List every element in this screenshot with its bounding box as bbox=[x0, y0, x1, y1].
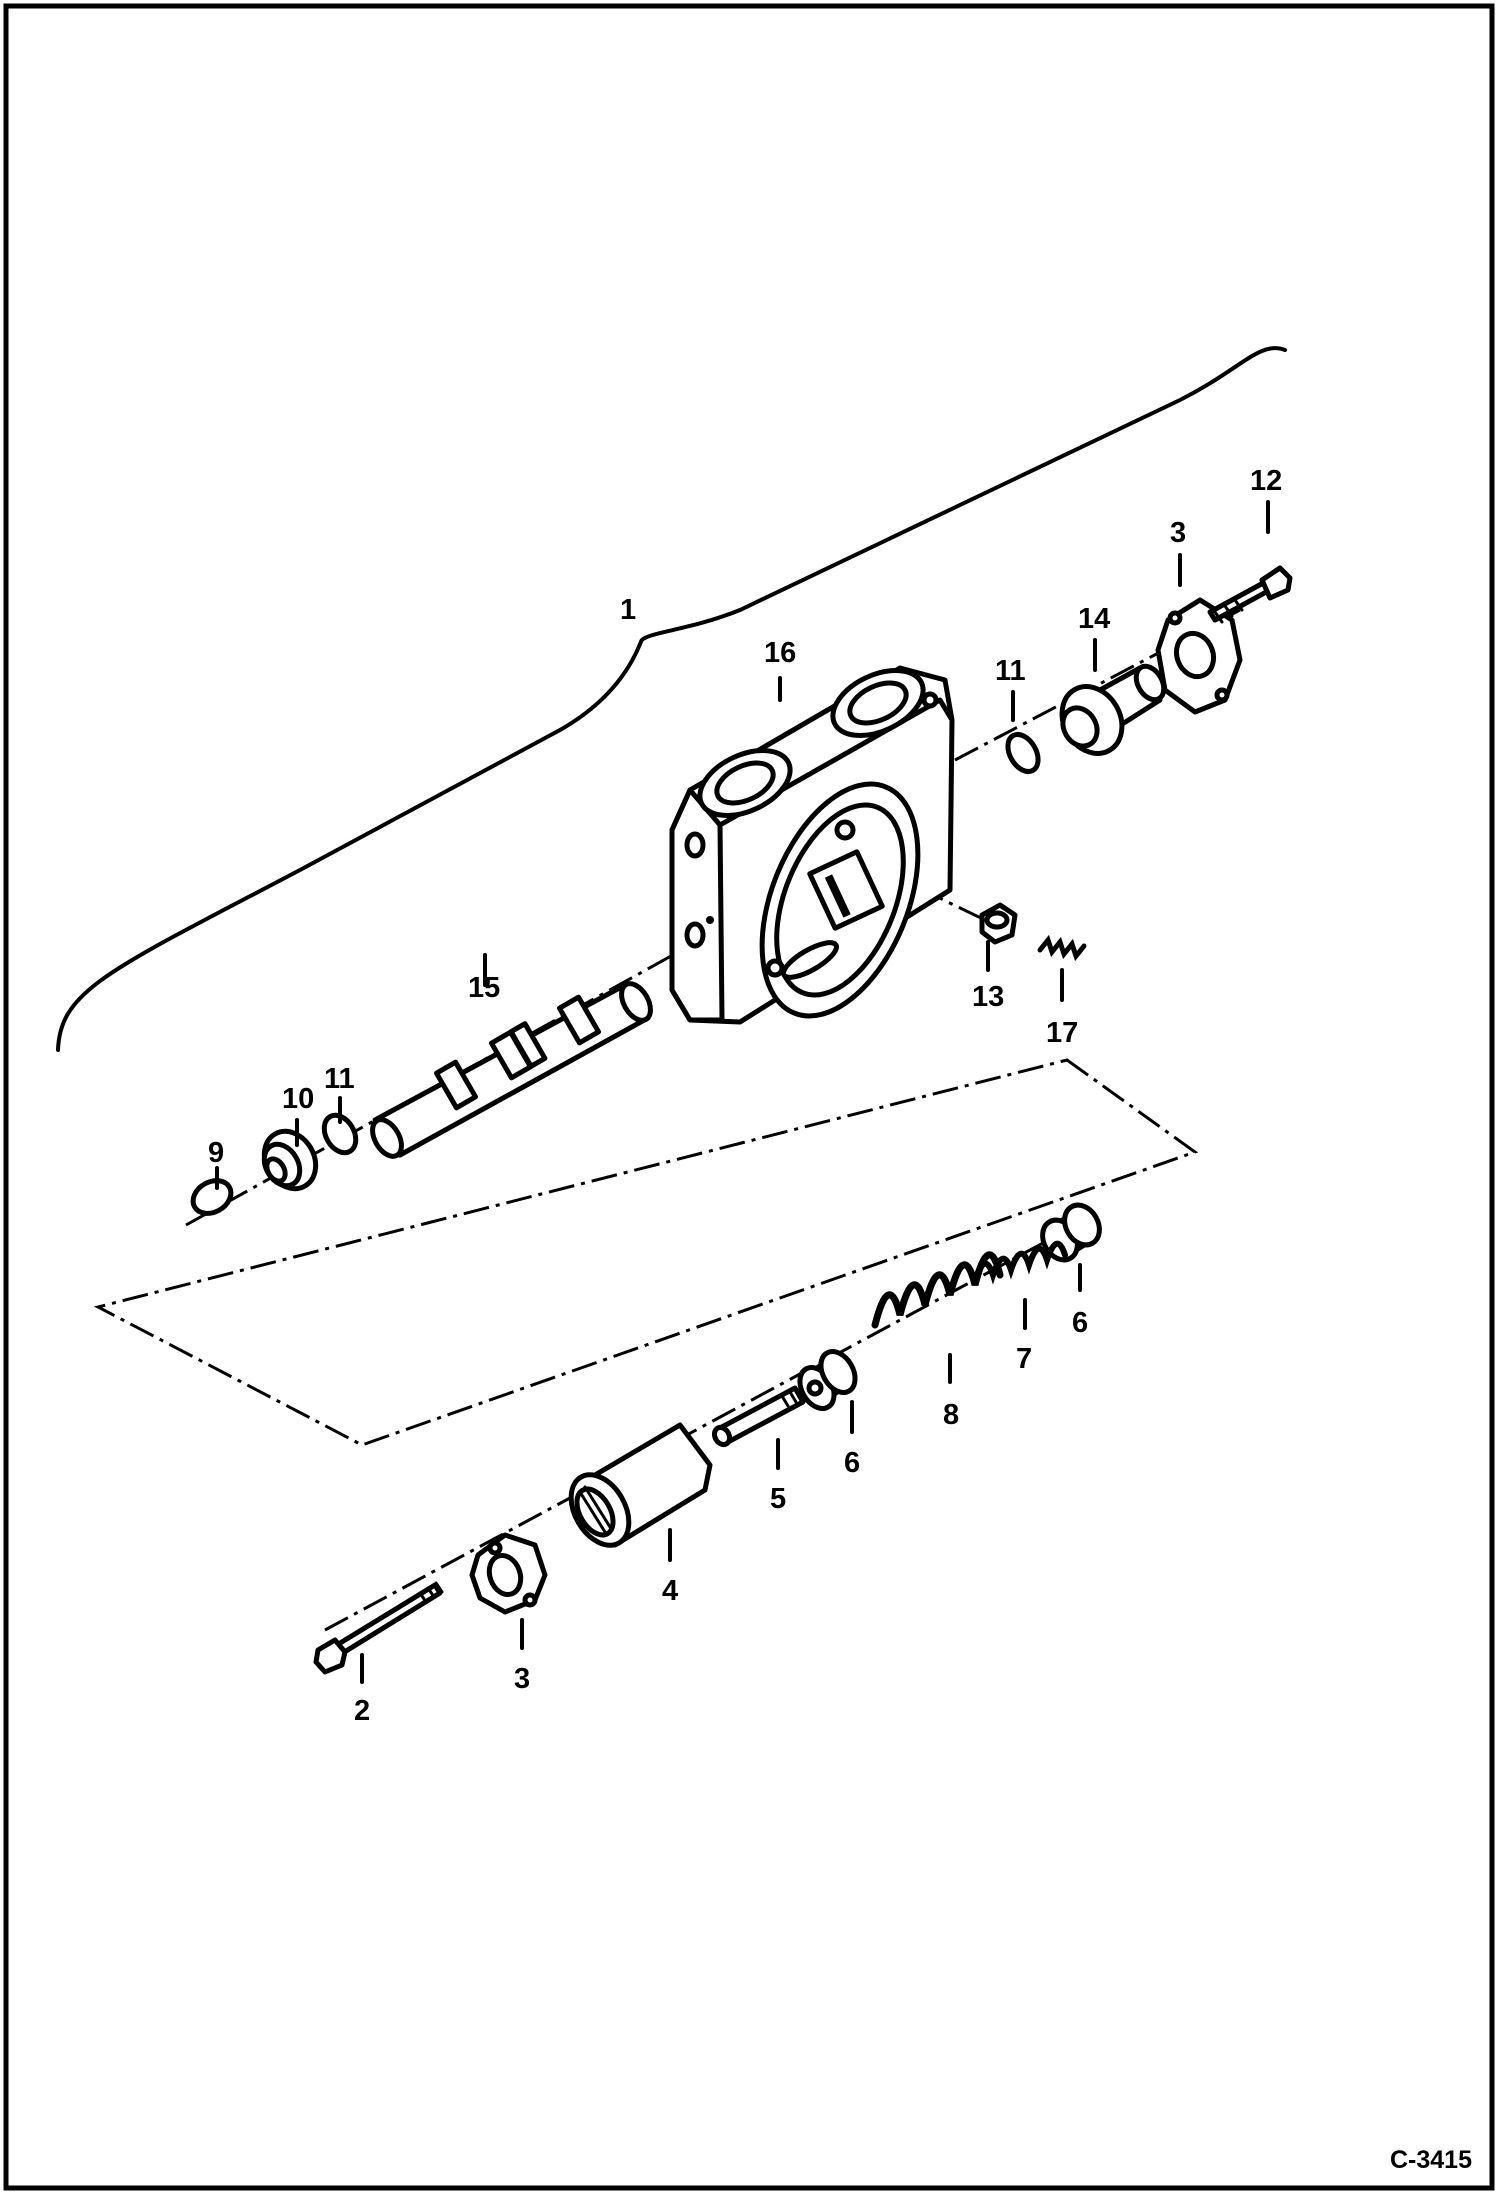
callout-4: 4 bbox=[662, 1575, 678, 1607]
spring-part-7 bbox=[972, 1240, 1068, 1285]
leader-lines bbox=[215, 500, 1270, 1684]
callout-7: 7 bbox=[1016, 1343, 1032, 1375]
callout-15: 15 bbox=[468, 972, 500, 1004]
callout-14: 14 bbox=[1078, 603, 1110, 635]
bolt-part-12 bbox=[1207, 565, 1293, 624]
cap-part-10 bbox=[261, 1128, 319, 1192]
callout-2: 2 bbox=[354, 1695, 370, 1727]
axis-line-poppet bbox=[324, 1213, 1096, 1632]
callout-12: 12 bbox=[1250, 465, 1282, 497]
plug-part-13 bbox=[979, 902, 1018, 945]
cap-part-14 bbox=[1059, 663, 1167, 756]
stem-part-5 bbox=[711, 1385, 806, 1448]
page-border bbox=[3, 3, 1495, 2191]
callout-6-right: 6 bbox=[1072, 1307, 1088, 1339]
valve-body-part-16 bbox=[669, 665, 955, 1025]
callout-3-top: 3 bbox=[1170, 517, 1186, 549]
subassembly-outline bbox=[93, 1058, 1199, 1447]
callout-8: 8 bbox=[943, 1399, 959, 1431]
callout-17: 17 bbox=[1046, 1017, 1078, 1049]
bolt-part-2 bbox=[313, 1581, 444, 1675]
flange-part-3-top bbox=[1155, 597, 1243, 715]
seal-ring-part-11-right bbox=[1005, 732, 1041, 774]
callout-9: 9 bbox=[208, 1137, 224, 1169]
spool-part-15 bbox=[370, 981, 653, 1159]
callout-11-right: 11 bbox=[995, 655, 1026, 687]
callout-3-bottom: 3 bbox=[514, 1663, 530, 1695]
spring-part-17 bbox=[1037, 934, 1087, 962]
flange-part-3-bottom bbox=[469, 1532, 548, 1615]
figure-id: C-3415 bbox=[1390, 2146, 1472, 2174]
spring-cap-part-4 bbox=[568, 1422, 713, 1548]
callout-1: 1 bbox=[620, 594, 636, 626]
callout-16: 16 bbox=[764, 637, 796, 669]
assembly-brace bbox=[56, 346, 1287, 1052]
callout-5: 5 bbox=[770, 1483, 786, 1515]
spring-part-8 bbox=[871, 1251, 1004, 1329]
callout-10: 10 bbox=[282, 1083, 314, 1115]
callout-11-left: 11 bbox=[324, 1063, 355, 1095]
retainer-part-6-left bbox=[797, 1349, 858, 1411]
callout-6-left: 6 bbox=[844, 1447, 860, 1479]
callout-13: 13 bbox=[972, 981, 1004, 1013]
o-ring-part-9 bbox=[190, 1178, 234, 1216]
seal-ring-part-11-left bbox=[321, 1112, 359, 1156]
